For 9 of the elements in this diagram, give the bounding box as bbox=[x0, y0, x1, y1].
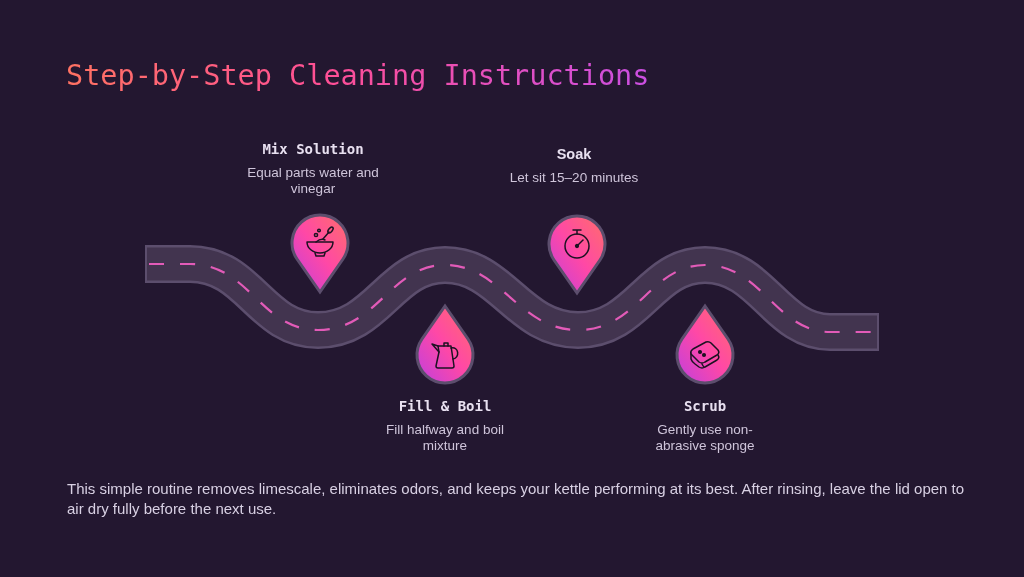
step-title: Soak bbox=[555, 146, 593, 162]
caption-text: This simple routine removes limescale, eliminates odors, and keeps your kettle performing at its best. After rinsing, leave the lid open to air dry fully before the next use. bbox=[67, 479, 966, 518]
step-description: Equal parts water and vinegar bbox=[246, 165, 380, 196]
step-title: Scrub bbox=[682, 398, 728, 414]
step-description: Let sit 15–20 minutes bbox=[508, 170, 640, 186]
step-title: Fill & Boil bbox=[397, 398, 493, 414]
step-description: Gently use non-abrasive sponge bbox=[654, 422, 756, 453]
step-description: Fill halfway and boil mixture bbox=[385, 422, 505, 453]
step-title: Mix Solution bbox=[261, 141, 365, 157]
